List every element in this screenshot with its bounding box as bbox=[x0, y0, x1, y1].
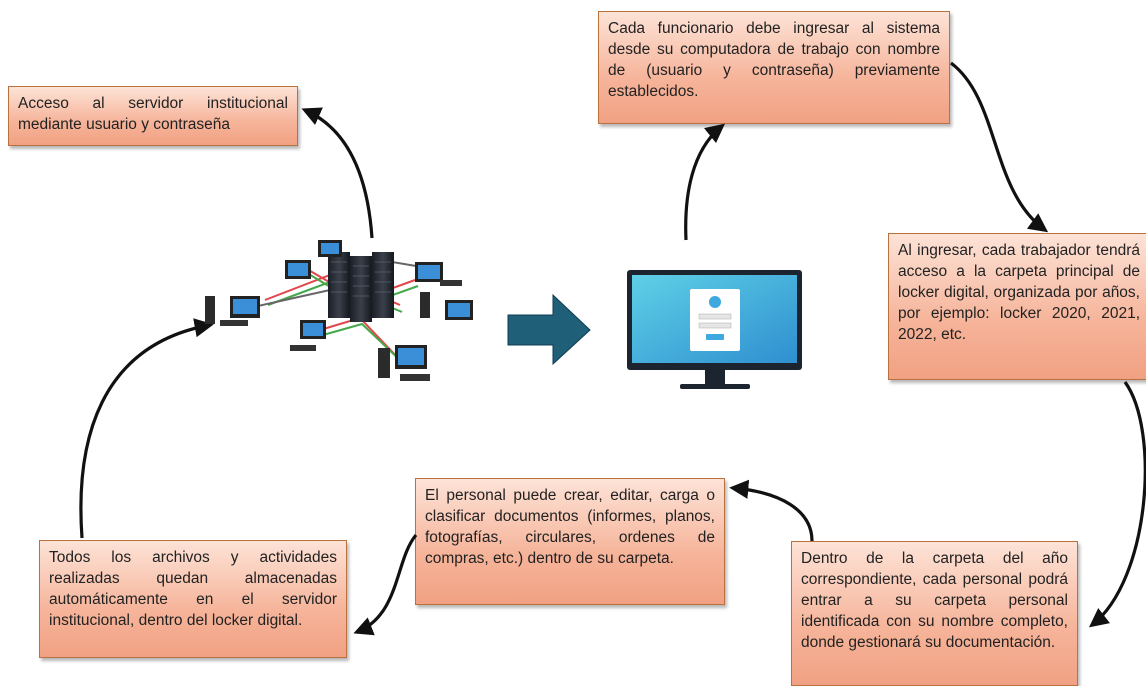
arrow-mainfolder-to-yearfolder bbox=[1088, 381, 1146, 628]
box-main-folder: Al ingresar, cada trabajador tendrá acce… bbox=[888, 233, 1146, 380]
arrow-monitor-to-login bbox=[684, 123, 725, 241]
box-storage-text: Todos los archivos y actividades realiza… bbox=[49, 549, 337, 629]
box-server-access-text: Acceso al servidor institucional mediant… bbox=[18, 95, 288, 133]
box-year-folder: Dentro de la carpeta del año correspondi… bbox=[791, 541, 1078, 686]
box-storage: Todos los archivos y actividades realiza… bbox=[39, 540, 347, 658]
right-block-arrow-icon bbox=[507, 293, 591, 366]
server-network-icon bbox=[205, 240, 473, 381]
box-login-text: Cada funcionario debe ingresar al sistem… bbox=[608, 20, 940, 100]
box-documents: El personal puede crear, editar, carga o… bbox=[415, 478, 725, 605]
arrow-documents-to-storage bbox=[353, 533, 418, 636]
arrow-server-to-access bbox=[301, 107, 374, 239]
arrow-yearfolder-to-documents bbox=[729, 479, 814, 542]
login-monitor-icon bbox=[627, 270, 802, 389]
box-main-folder-text: Al ingresar, cada trabajador tendrá acce… bbox=[898, 242, 1140, 343]
arrow-login-to-mainfolder bbox=[950, 61, 1049, 233]
arrow-storage-to-network bbox=[79, 318, 214, 539]
box-login: Cada funcionario debe ingresar al sistem… bbox=[598, 11, 950, 124]
box-year-folder-text: Dentro de la carpeta del año correspondi… bbox=[801, 550, 1068, 651]
box-documents-text: El personal puede crear, editar, carga o… bbox=[425, 487, 715, 567]
box-server-access: Acceso al servidor institucional mediant… bbox=[8, 86, 298, 146]
